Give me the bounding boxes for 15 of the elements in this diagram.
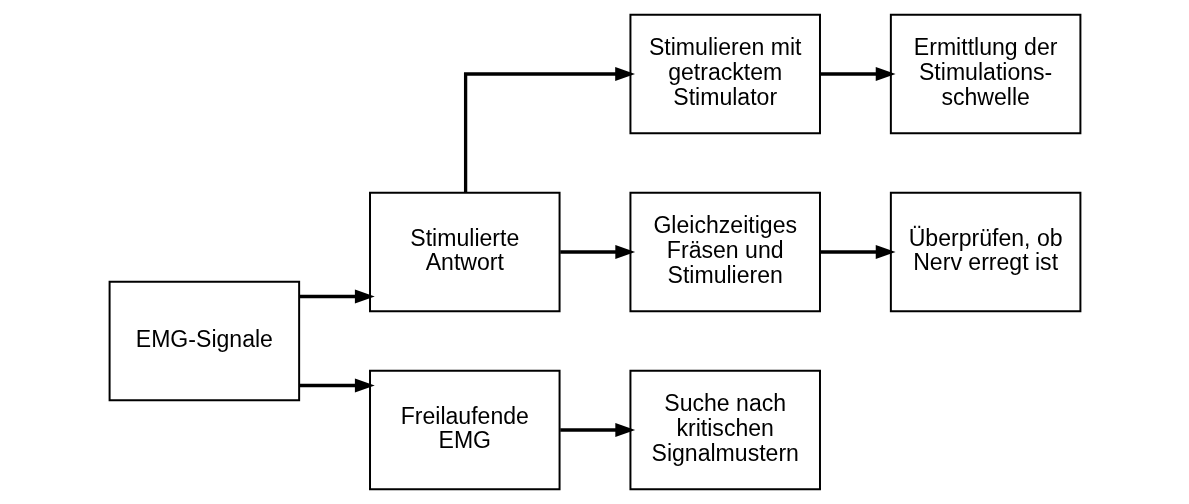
node-box: Freilaufende EMG: [368, 369, 561, 491]
node-box: Ermittlung der Stimulations- schwelle: [889, 13, 1081, 135]
node-box: Stimulierte Antwort: [368, 191, 561, 313]
node-box: EMG-Signale: [108, 280, 300, 402]
arrow: [820, 67, 896, 81]
arrow: [299, 378, 375, 393]
arrow: [559, 423, 635, 437]
node-box: Stimulieren mit getracktem Stimulator: [628, 13, 821, 135]
node-box: Gleichzeitiges Fräsen und Stimulieren: [628, 191, 821, 313]
node-box: Suche nach kritischen Signalmustern: [628, 369, 821, 491]
arrow: [463, 67, 635, 193]
node-box: Überprüfen, ob Nerv erregt ist: [889, 191, 1081, 313]
arrow: [820, 245, 896, 259]
arrow: [559, 245, 635, 259]
arrow: [299, 289, 375, 304]
